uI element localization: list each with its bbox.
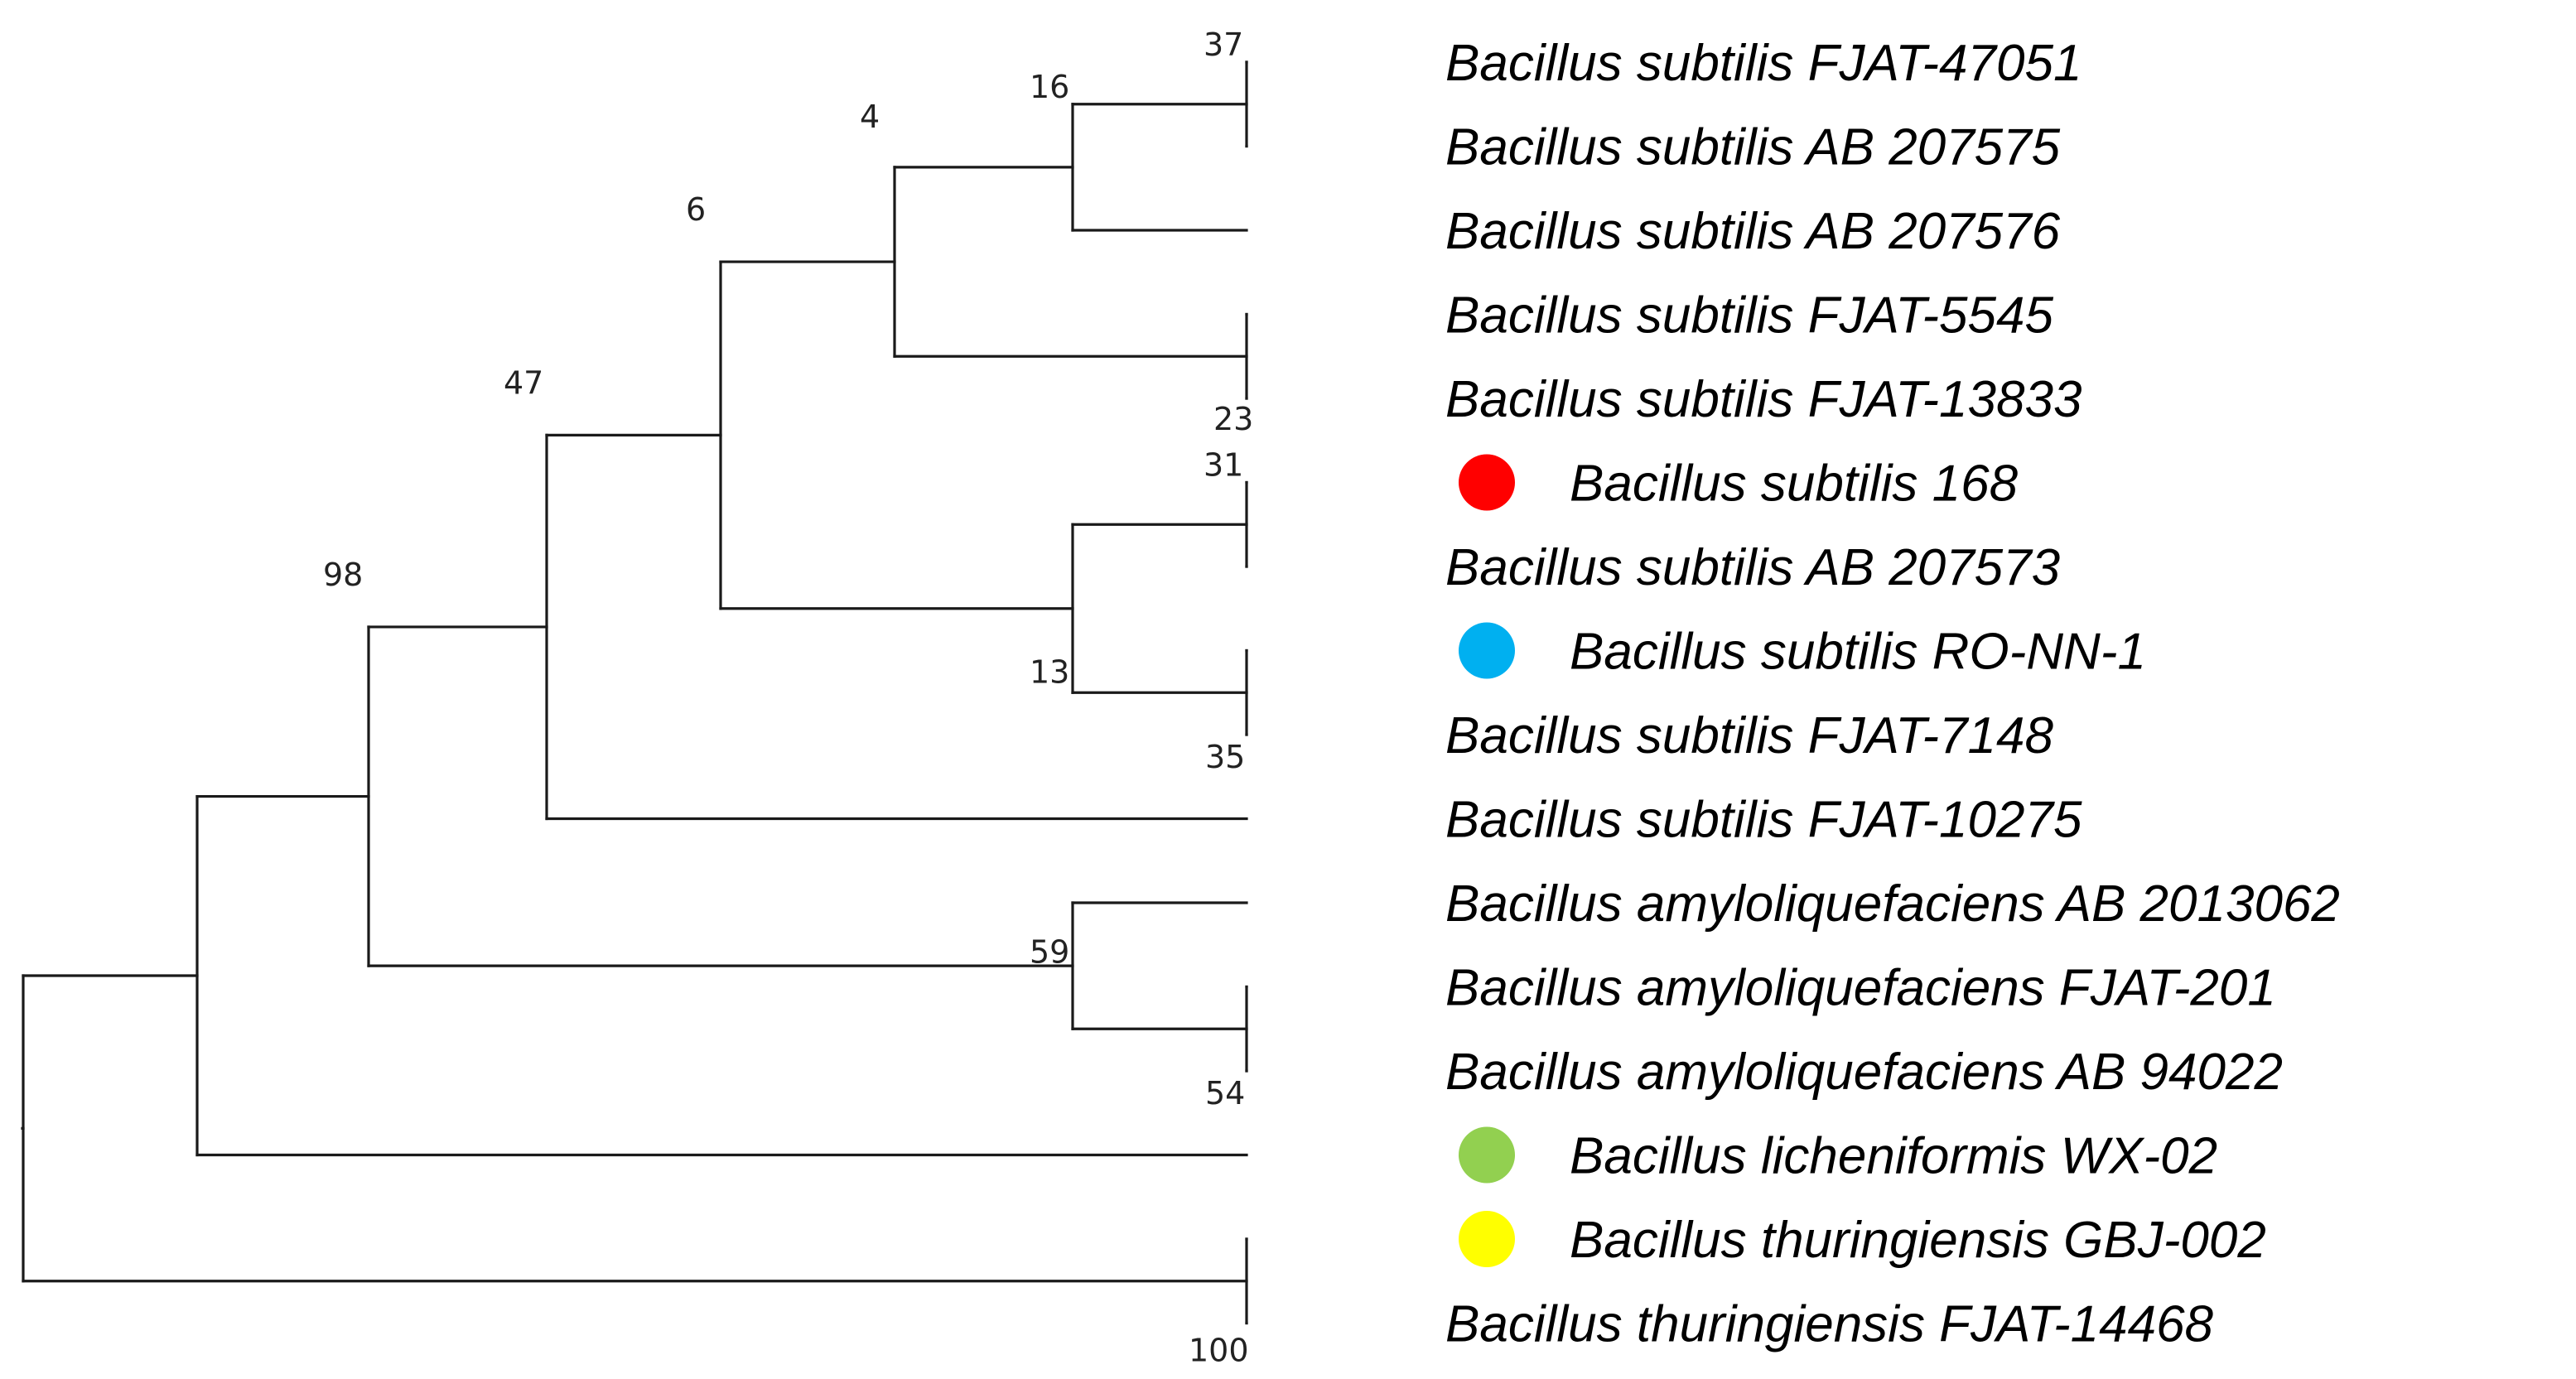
- highlight-marker-icon: [1459, 1126, 1515, 1184]
- bootstrap-value: 16: [1030, 69, 1069, 105]
- taxon-label: Bacillus subtilis FJAT-47051: [1445, 35, 2082, 92]
- bootstrap-value: 35: [1205, 739, 1245, 775]
- bootstrap-value: 4: [860, 99, 880, 135]
- bootstrap-value: 13: [1030, 653, 1069, 690]
- taxon-label: Bacillus subtilis FJAT-10275: [1445, 792, 2082, 849]
- taxon-label: Bacillus subtilis AB 207573: [1445, 539, 2060, 596]
- taxon-label: Bacillus subtilis 168: [1570, 456, 2019, 513]
- taxon-label: Bacillus subtilis FJAT-7148: [1445, 707, 2053, 764]
- taxon-label: Bacillus subtilis AB 207576: [1445, 203, 2061, 260]
- taxon-label: Bacillus licheniformis WX-02: [1570, 1128, 2217, 1185]
- bootstrap-value: 98: [323, 557, 363, 593]
- taxon-label: Bacillus subtilis FJAT-5545: [1445, 287, 2053, 345]
- taxon-label: Bacillus amyloliquefaciens FJAT-201: [1445, 960, 2276, 1017]
- tree-branches: [21, 60, 1248, 1325]
- taxon-label: Bacillus subtilis FJAT-13833: [1445, 371, 2082, 428]
- highlight-marker-icon: [1459, 1211, 1515, 1267]
- bootstrap-value: 47: [504, 364, 543, 401]
- bootstrap-value: 37: [1204, 27, 1243, 63]
- taxon-label: Bacillus thuringiensis FJAT-14468: [1445, 1296, 2214, 1353]
- bootstrap-value: 54: [1205, 1075, 1245, 1111]
- highlight-marker-icon: [1459, 454, 1515, 511]
- bootstrap-value: 6: [686, 191, 706, 228]
- highlight-marker-icon: [1459, 622, 1515, 679]
- taxon-label: Bacillus subtilis AB 207575: [1445, 119, 2061, 176]
- bootstrap-values: 37 16 23 4 31 35 13 6 47 54 59 98 100: [323, 27, 1253, 1369]
- bootstrap-value: 31: [1204, 447, 1243, 484]
- taxon-label: Bacillus subtilis RO-NN-1: [1570, 624, 2146, 681]
- bootstrap-value: 23: [1213, 401, 1253, 437]
- bootstrap-value: 59: [1030, 933, 1069, 970]
- taxon-label: Bacillus thuringiensis GBJ-002: [1570, 1212, 2266, 1269]
- taxon-label: Bacillus amyloliquefaciens AB 2013062: [1445, 875, 2340, 933]
- taxon-label: Bacillus amyloliquefaciens AB 94022: [1445, 1044, 2283, 1101]
- bootstrap-value: 100: [1189, 1333, 1249, 1369]
